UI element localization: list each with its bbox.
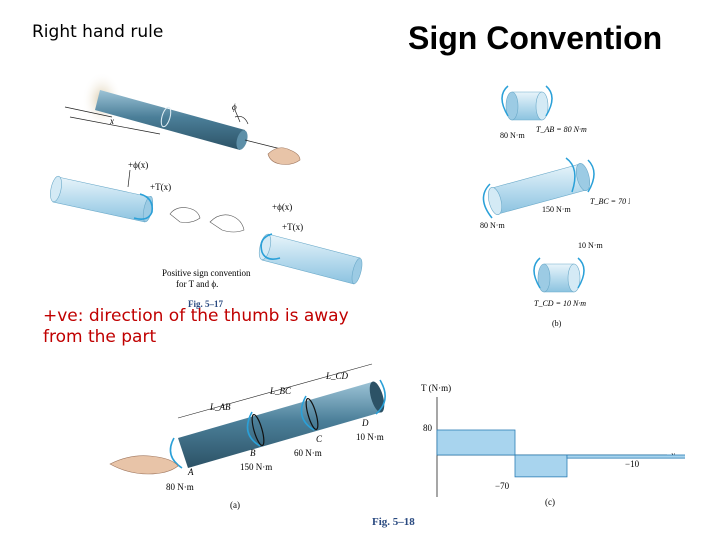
shaft-body bbox=[178, 382, 382, 468]
torque-b-label: 150 N·m bbox=[240, 462, 272, 472]
shaft-end bbox=[369, 381, 385, 413]
right-hand-icon bbox=[209, 214, 245, 233]
label-l-ab: L_AB bbox=[209, 402, 231, 412]
bc-internal: T_BC = 70 N·m bbox=[590, 197, 630, 206]
fig-c-label: (c) bbox=[545, 497, 555, 507]
dimension-line bbox=[177, 363, 373, 419]
torque-step-bc bbox=[514, 454, 568, 478]
fig-5-18-label: Fig. 5–18 bbox=[372, 516, 415, 528]
torque-a-arrow bbox=[169, 437, 183, 469]
fig-b-label: (b) bbox=[552, 319, 562, 328]
tick-minus-10: −10 bbox=[625, 459, 640, 469]
tick-80: 80 bbox=[423, 423, 433, 433]
cd-torque-right: 10 N·m bbox=[578, 241, 603, 250]
hand-icon bbox=[109, 455, 179, 475]
t-x-label-2: +T(x) bbox=[282, 222, 303, 232]
fig-c-torque-diagram: T (N·m) x 80 −70 −10 (c) bbox=[421, 383, 685, 507]
sign-note: +ve: direction of the thumb is away from… bbox=[43, 306, 349, 347]
right-hand-rule-label: Right hand rule bbox=[32, 22, 164, 42]
t-x-label: +T(x) bbox=[150, 182, 171, 192]
slide-title: Sign Convention bbox=[408, 20, 663, 56]
caption-line-1: Positive sign convention bbox=[162, 268, 251, 278]
ab-torque-left: 80 N·m bbox=[500, 131, 525, 140]
x-dimension-line bbox=[69, 116, 161, 135]
segment-ab bbox=[501, 85, 553, 121]
step-areas bbox=[436, 429, 685, 478]
torque-d-arrow bbox=[375, 379, 386, 415]
fig-a-label: (a) bbox=[230, 500, 240, 510]
ab-internal: T_AB = 80 N·m bbox=[536, 125, 587, 134]
segment-cd bbox=[533, 257, 585, 293]
fig-a-shaft: L_AB L_BC L_CD A B C D 80 N·m 150 N·m 60… bbox=[109, 363, 386, 510]
phi-x-label-2: +ϕ(x) bbox=[272, 202, 292, 212]
torque-c-label: 60 N·m bbox=[294, 448, 322, 458]
torque-arrow-left bbox=[133, 193, 154, 220]
label-l-cd: L_CD bbox=[325, 371, 349, 381]
caption-line-2: for T and ϕ. bbox=[176, 279, 218, 289]
left-hand-icon bbox=[169, 207, 201, 223]
label-l-bc: L_BC bbox=[269, 386, 292, 396]
torque-arrow-right bbox=[260, 233, 281, 260]
fig-5-17-label: Fig. 5–17 bbox=[188, 299, 223, 309]
section-b bbox=[251, 413, 265, 447]
fig-5-17-illustration: x ϕ +ϕ(x) +T(x) +ϕ(x) +T(x) Positive sig… bbox=[50, 72, 363, 309]
torque-step-cd bbox=[566, 454, 685, 459]
x-label: x bbox=[109, 116, 114, 126]
x-axis-line bbox=[64, 106, 113, 118]
bc-torque-left: 80 N·m bbox=[480, 221, 505, 230]
hand-icon bbox=[267, 147, 301, 165]
torque-a-label: 80 N·m bbox=[166, 482, 194, 492]
point-b: B bbox=[250, 448, 256, 458]
torque-d-label: 10 N·m bbox=[356, 432, 384, 442]
phi-ref-line bbox=[234, 109, 241, 123]
phi-ref-line-2 bbox=[127, 169, 131, 188]
cd-internal: T_CD = 10 N·m bbox=[534, 299, 586, 308]
point-d: D bbox=[361, 418, 369, 428]
torque-c-arrow bbox=[300, 395, 315, 431]
phi-label: ϕ bbox=[232, 102, 237, 112]
segment-bc bbox=[482, 157, 595, 219]
phi-arc bbox=[234, 115, 249, 125]
bc-torque-mid: 150 N·m bbox=[542, 205, 571, 214]
point-c: C bbox=[316, 434, 323, 444]
y-axis-label: T (N·m) bbox=[421, 383, 451, 393]
torque-b-arrow bbox=[246, 411, 261, 447]
fig-b-segments: 80 N·m T_AB = 80 N·m 150 N·m T_BC = 70 N… bbox=[480, 85, 630, 328]
tick-minus-70: −70 bbox=[495, 481, 510, 491]
point-a: A bbox=[187, 467, 194, 477]
left-shaft bbox=[50, 175, 154, 223]
torque-step-ab bbox=[436, 429, 516, 456]
top-shaft bbox=[95, 90, 248, 150]
phi-x-label: +ϕ(x) bbox=[128, 160, 148, 170]
section-c bbox=[305, 397, 319, 431]
